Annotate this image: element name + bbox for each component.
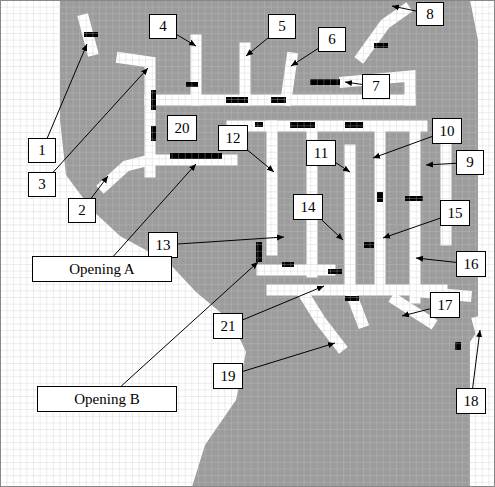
leader-line [246,38,268,56]
callout-number: 13 [156,238,171,253]
callout-number: Opening A [69,262,134,277]
leader-line [473,330,480,388]
callout-box: 11 [306,140,336,166]
leader-line [53,68,148,172]
callout-box: 10 [432,118,462,144]
leader-line [392,6,416,11]
leader-line [248,150,274,172]
callout-number: 6 [328,32,336,47]
leader-line [345,82,362,84]
callout-box: 4 [149,14,177,39]
leader-line [177,35,196,46]
leader-line [47,44,87,138]
callout-box: 6 [318,27,346,52]
leader-line [243,343,335,371]
callout-box: 13 [148,232,178,258]
callout-number: 20 [175,121,190,136]
callout-number: 3 [38,177,46,192]
callout-number: Opening B [74,392,139,407]
callout-number: 10 [440,124,455,139]
callout-number: 8 [426,7,434,22]
leader-line [426,163,456,165]
callout-number: 17 [438,298,453,313]
callout-box: 16 [456,251,486,277]
callout-number: 18 [464,394,479,409]
callout-box: 12 [218,125,248,151]
callout-box: Opening B [37,386,177,412]
callout-number: 5 [278,19,286,34]
leader-line [383,218,440,238]
leader-line [291,49,318,66]
callout-box: 3 [28,172,56,197]
callout-box: 19 [213,363,243,389]
callout-number: 15 [448,206,463,221]
callout-box: 20 [167,115,197,141]
callout-box: 2 [68,198,96,223]
callout-number: 9 [466,155,474,170]
callout-box: 1 [28,138,56,163]
leader-line [178,237,284,244]
callout-number: 16 [464,257,479,272]
callout-box: Opening A [32,256,172,282]
callout-number: 14 [301,200,316,215]
callout-box: 9 [456,150,484,175]
callout-box: 5 [268,14,296,39]
callout-box: 17 [430,292,460,318]
callout-number: 1 [38,143,46,158]
callout-number: 12 [226,131,241,146]
leader-line [91,176,108,198]
callout-box: 7 [362,74,390,99]
callout-number: 11 [314,146,328,161]
callout-box: 15 [440,200,470,226]
leader-lines [47,6,480,388]
leader-line [373,136,432,158]
callout-number: 2 [78,203,86,218]
callout-number: 4 [159,19,167,34]
leader-line [322,220,343,240]
callout-number: 19 [221,369,236,384]
leader-line [243,286,324,320]
callout-box: 21 [213,313,243,339]
callout-number: 21 [221,319,236,334]
callout-box: 8 [416,2,444,26]
leader-line [336,163,350,172]
leader-line [402,309,430,316]
callout-box: 14 [293,194,323,220]
callout-number: 7 [372,79,380,94]
callout-box: 18 [456,388,486,414]
leader-line [416,258,456,262]
